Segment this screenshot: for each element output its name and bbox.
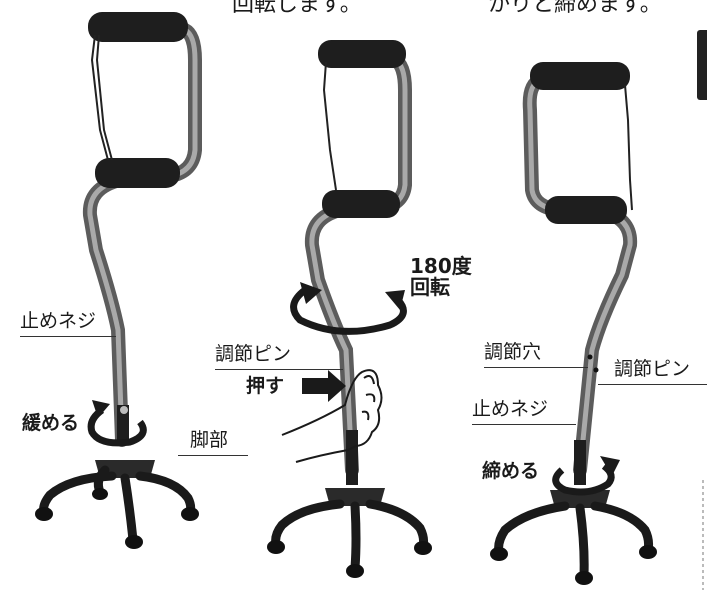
leader-lock-screw-left [20, 336, 116, 337]
leader-base [178, 455, 248, 456]
grip-handle [545, 196, 627, 224]
label-loosen: 緩める [22, 412, 80, 434]
label-adjust-pin-middle: 調節ピン [215, 343, 292, 365]
leader-adjust-hole [484, 367, 588, 368]
leader-lock-screw-right [472, 424, 576, 425]
cane-left [35, 12, 202, 549]
cane-middle [267, 40, 432, 578]
grip-top [88, 12, 188, 42]
leader-adjust-pin-middle [215, 369, 343, 370]
grip-handle [95, 158, 180, 188]
grip-handle [322, 190, 400, 218]
label-tighten: 締める [482, 460, 540, 482]
caption-tighten-firmly: かりと締めます。 [488, 0, 662, 17]
label-lock-screw-left: 止めネジ [20, 310, 97, 332]
label-push: 押す [246, 375, 285, 397]
grip-top [318, 40, 406, 68]
label-adjust-hole: 調節穴 [484, 341, 542, 363]
cane-right [490, 62, 657, 585]
grip-top [530, 62, 630, 90]
label-180-rotate: 180度 回転 [410, 254, 472, 299]
caption-rotate: 回転します。 [232, 0, 362, 17]
label-adjust-pin-right: 調節ピン [614, 358, 691, 380]
leader-adjust-pin-right [598, 384, 707, 385]
label-base: 脚部 [190, 429, 229, 451]
label-lock-screw-right: 止めネジ [472, 398, 549, 420]
edge-tab [697, 30, 707, 100]
